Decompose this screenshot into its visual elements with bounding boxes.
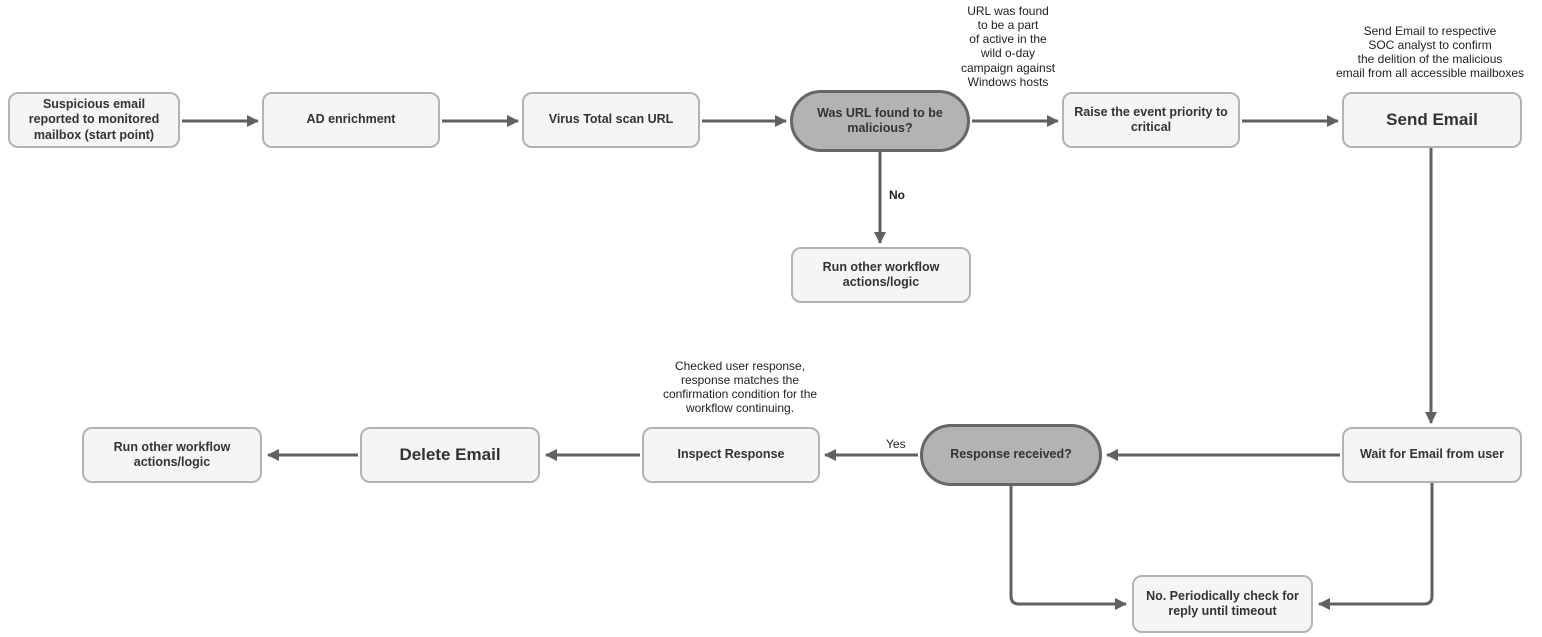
annotation-inspect-note: Checked user response, response matches …	[662, 359, 818, 416]
node-run-other-top[interactable]: Run other workflow actions/logic	[791, 247, 971, 303]
node-raise-priority[interactable]: Raise the event priority to critical	[1062, 92, 1240, 148]
node-ad-enrichment[interactable]: AD enrichment	[262, 92, 440, 148]
node-decision-url-malicious-label: Was URL found to be malicious?	[817, 105, 943, 135]
node-wait-email-label: Wait for Email from user	[1359, 447, 1504, 462]
node-inspect-response[interactable]: Inspect Response	[642, 427, 820, 483]
node-periodic-check[interactable]: No. Periodically check for reply until t…	[1132, 575, 1313, 633]
node-ad-enrichment-label: AD enrichment	[306, 112, 396, 127]
node-delete-email-label: Delete Email	[399, 444, 501, 464]
node-start[interactable]: Suspicious email reported to monitored m…	[8, 92, 180, 148]
node-wait-email[interactable]: Wait for Email from user	[1342, 427, 1522, 483]
edge-label-yes: Yes	[885, 437, 907, 451]
node-run-other-top-label: Run other workflow actions/logic	[822, 259, 940, 289]
node-raise-priority-label: Raise the event priority to critical	[1074, 104, 1228, 134]
node-send-email-label: Send Email	[1386, 109, 1478, 129]
node-send-email[interactable]: Send Email	[1342, 92, 1522, 148]
node-decision-response-received-label: Response received?	[950, 447, 1072, 462]
annotation-url-campaign: URL was found to be a part of active in …	[960, 4, 1056, 89]
node-delete-email[interactable]: Delete Email	[360, 427, 540, 483]
node-run-other-bottom-label: Run other workflow actions/logic	[113, 439, 231, 469]
edge-response-no-to-periodic	[1009, 486, 1127, 610]
node-decision-url-malicious[interactable]: Was URL found to be malicious?	[790, 90, 970, 152]
node-decision-response-received[interactable]: Response received?	[920, 424, 1102, 486]
annotation-send-email-note: Send Email to respective SOC analyst to …	[1335, 24, 1525, 81]
node-virus-total-label: Virus Total scan URL	[548, 112, 674, 127]
node-periodic-check-label: No. Periodically check for reply until t…	[1146, 588, 1299, 618]
edge-label-no: No	[888, 188, 906, 202]
node-inspect-response-label: Inspect Response	[677, 447, 785, 462]
edge-wait-down-to-periodic	[1318, 483, 1434, 610]
node-run-other-bottom[interactable]: Run other workflow actions/logic	[82, 427, 262, 483]
node-virus-total[interactable]: Virus Total scan URL	[522, 92, 700, 148]
node-start-label: Suspicious email reported to monitored m…	[28, 97, 160, 142]
